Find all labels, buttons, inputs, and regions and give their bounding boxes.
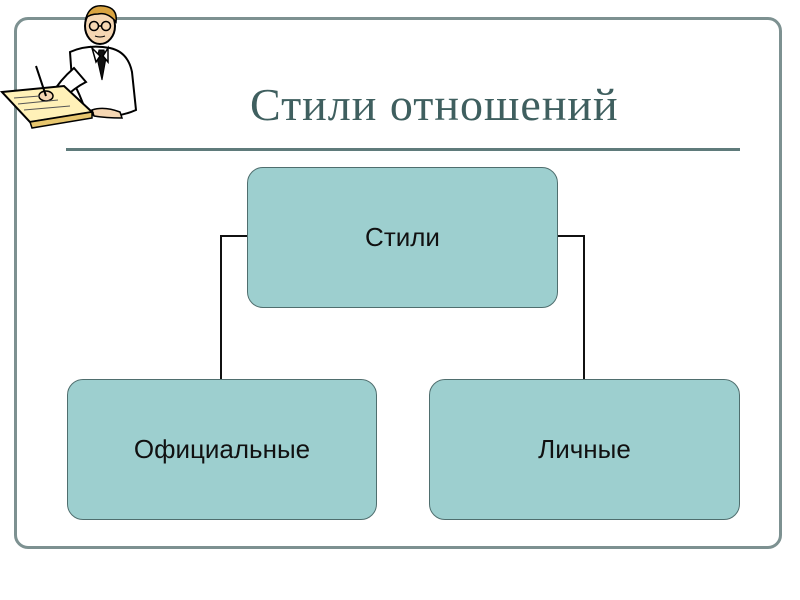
slide-title: Стили отношений: [250, 79, 619, 130]
node-official: Официальные: [67, 379, 377, 520]
node-root-label: Стили: [365, 222, 440, 252]
node-personal: Личные: [429, 379, 740, 520]
node-official-label: Официальные: [133, 434, 311, 464]
title-underline: [66, 148, 740, 151]
connector-right: [558, 235, 585, 379]
scholar-writing-icon: [0, 5, 138, 129]
connector-left: [220, 235, 247, 379]
node-root: Стили: [247, 167, 558, 308]
node-personal-label: Личные: [538, 434, 631, 464]
